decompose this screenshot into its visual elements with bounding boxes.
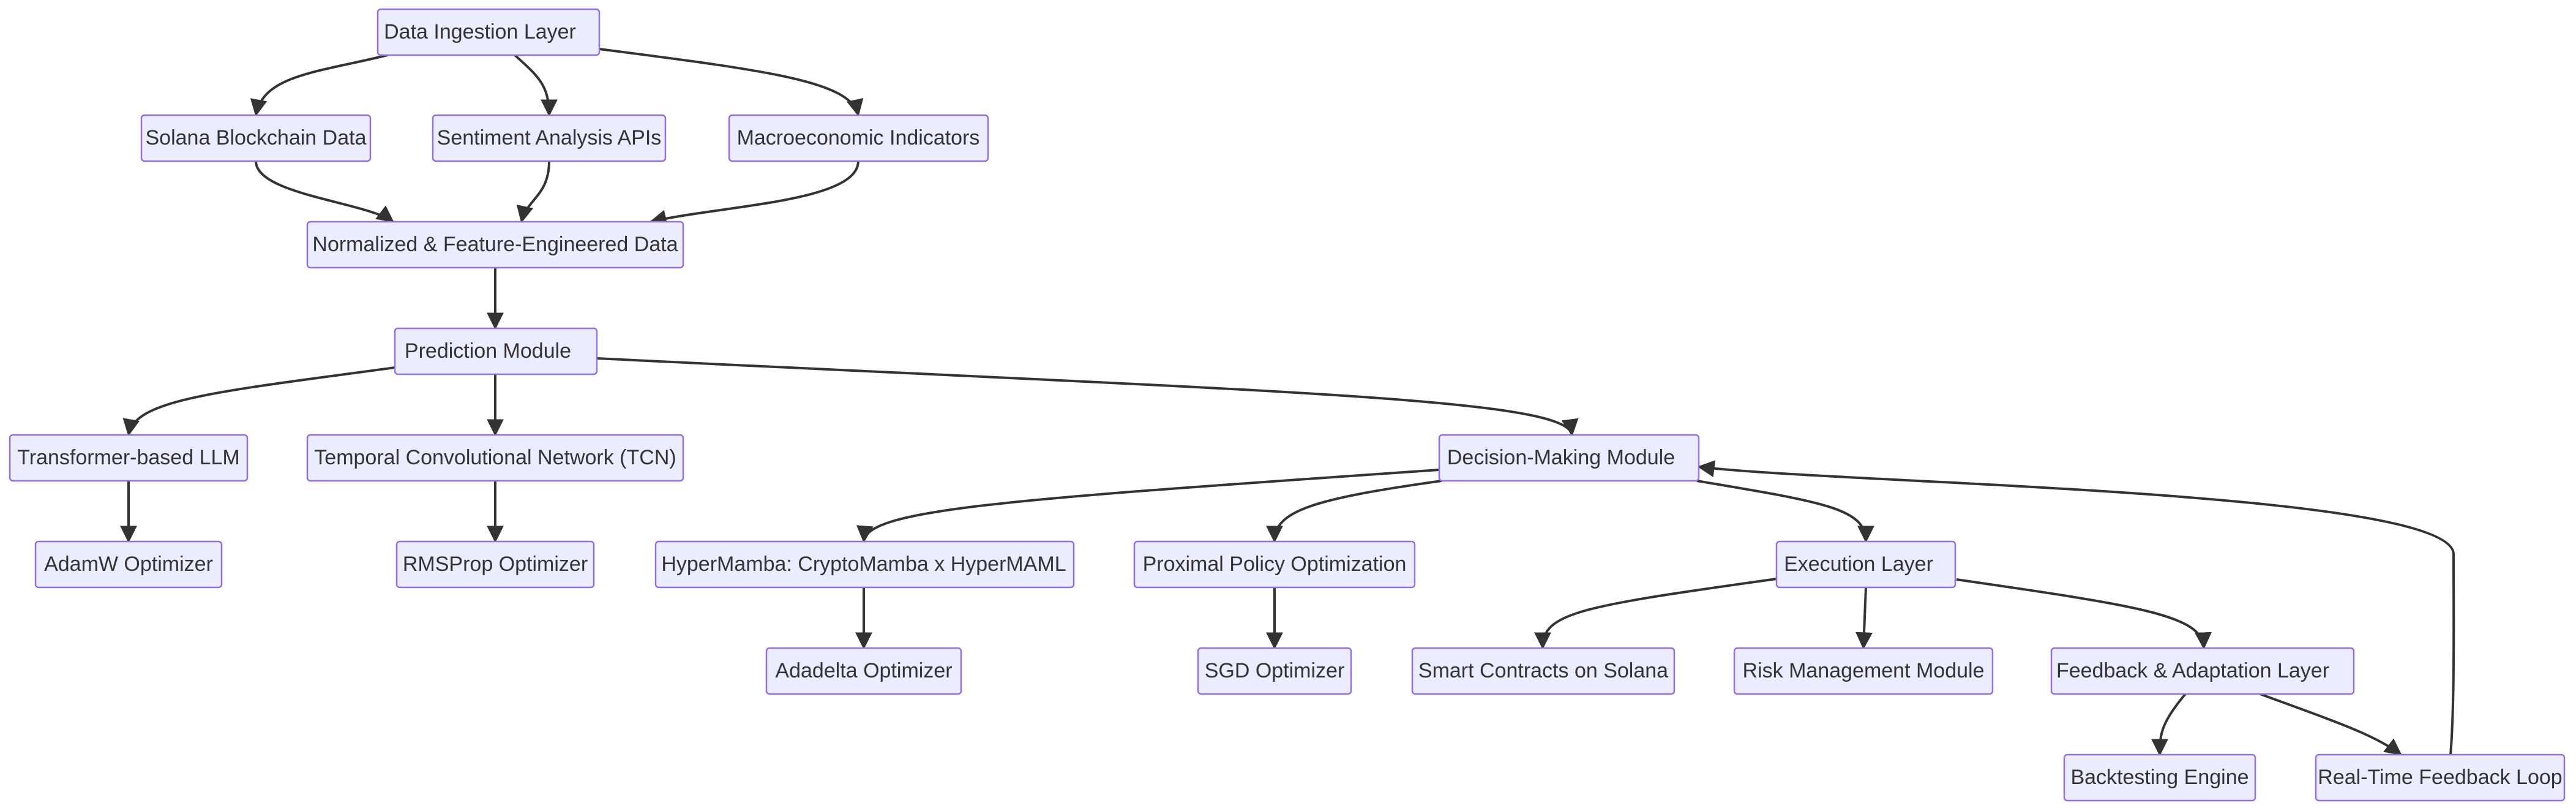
node-execution-layer[interactable]: Execution Layer <box>1775 540 1956 589</box>
node-risk-management-module[interactable]: Risk Management Module <box>1733 647 1994 695</box>
node-label: Transformer-based LLM <box>17 446 239 469</box>
node-label: Solana Blockchain Data <box>145 126 366 149</box>
node-label: AdamW Optimizer <box>44 553 213 576</box>
nodes-layer: Data Ingestion Layer Solana Blockchain D… <box>9 8 2566 802</box>
node-backtesting-engine[interactable]: Backtesting Engine <box>2063 753 2256 802</box>
node-feedback-adaptation-layer[interactable]: Feedback & Adaptation Layer <box>2050 647 2355 695</box>
node-label: Adadelta Optimizer <box>775 659 952 682</box>
node-solana-blockchain-data[interactable]: Solana Blockchain Data <box>140 114 372 162</box>
node-hypermamba[interactable]: HyperMamba: CryptoMamba x HyperMAML <box>654 540 1075 589</box>
node-label: Decision-Making Module <box>1447 446 1675 469</box>
node-sgd-optimizer[interactable]: SGD Optimizer <box>1197 647 1352 695</box>
edge-solana-data-to-normalized <box>255 160 394 223</box>
edge-feedback-to-realtime <box>2260 693 2402 756</box>
node-adamw-optimizer[interactable]: AdamW Optimizer <box>34 540 223 589</box>
edge-macro-to-normalized <box>649 160 859 227</box>
node-decision-making-module[interactable]: Decision-Making Module <box>1438 434 1700 482</box>
node-label: Normalized & Feature-Engineered Data <box>312 233 678 256</box>
edge-prediction-to-decision <box>596 357 1579 437</box>
node-label: Proximal Policy Optimization <box>1143 553 1407 576</box>
edge-decision-to-hypermamba <box>856 469 1440 543</box>
node-transformer-based-llm[interactable]: Transformer-based LLM <box>9 434 249 482</box>
edge-ingestion-to-macro <box>599 48 864 117</box>
node-prediction-module[interactable]: Prediction Module <box>394 327 598 375</box>
node-label: Data Ingestion Layer <box>384 20 576 43</box>
node-label: RMSProp Optimizer <box>403 553 588 576</box>
edge-execution-to-feedback <box>1956 578 2212 650</box>
node-data-ingestion-layer[interactable]: Data Ingestion Layer <box>376 8 601 56</box>
node-label: Execution Layer <box>1784 553 1933 576</box>
node-label: Risk Management Module <box>1743 659 1985 682</box>
node-label: SGD Optimizer <box>1205 659 1345 682</box>
node-label: Prediction Module <box>405 339 571 363</box>
edge-sentiment-to-normalized <box>516 160 550 224</box>
edge-realtime-to-decision <box>1697 460 2455 755</box>
node-sentiment-analysis-apis[interactable]: Sentiment Analysis APIs <box>432 114 667 162</box>
node-label: HyperMamba: CryptoMamba x HyperMAML <box>661 553 1066 576</box>
edge-execution-to-smart-contracts <box>1534 578 1777 650</box>
node-real-time-feedback-loop[interactable]: Real-Time Feedback Loop <box>2315 753 2566 802</box>
edge-prediction-to-transformer <box>122 366 395 437</box>
node-label: Macroeconomic Indicators <box>737 126 980 149</box>
node-label: Backtesting Engine <box>2070 766 2248 789</box>
node-label: Real-Time Feedback Loop <box>2318 766 2562 789</box>
node-label: Temporal Convolutional Network (TCN) <box>314 446 676 469</box>
edge-feedback-to-backtesting <box>2151 693 2187 756</box>
node-normalized-feature-engineered-data[interactable]: Normalized & Feature-Engineered Data <box>306 221 684 269</box>
node-smart-contracts-on-solana[interactable]: Smart Contracts on Solana <box>1411 647 1676 695</box>
edge-ingestion-to-sentiment <box>514 54 558 117</box>
node-label: Sentiment Analysis APIs <box>437 126 662 149</box>
edge-execution-to-risk <box>1855 587 1873 650</box>
edge-decision-to-execution <box>1696 480 1874 543</box>
node-label: Smart Contracts on Solana <box>1418 659 1668 682</box>
node-rmsprop-optimizer[interactable]: RMSProp Optimizer <box>395 540 595 589</box>
node-proximal-policy-optimization[interactable]: Proximal Policy Optimization <box>1133 540 1416 589</box>
node-adadelta-optimizer[interactable]: Adadelta Optimizer <box>765 647 962 695</box>
edges-layer <box>120 48 2455 756</box>
edge-decision-to-ppo <box>1266 480 1442 543</box>
node-macroeconomic-indicators[interactable]: Macroeconomic Indicators <box>728 114 989 162</box>
node-temporal-convolutional-network[interactable]: Temporal Convolutional Network (TCN) <box>306 434 684 482</box>
edge-ingestion-to-solana-data <box>250 54 388 117</box>
node-label: Feedback & Adaptation Layer <box>2056 659 2329 682</box>
